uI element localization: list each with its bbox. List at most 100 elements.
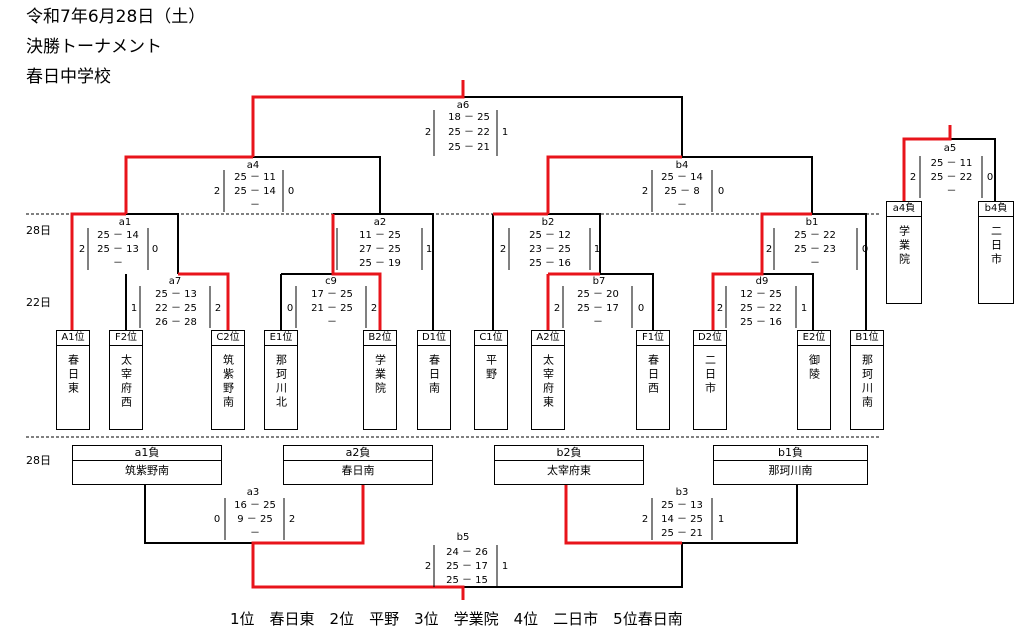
sets-won-right: 2 — [370, 303, 378, 314]
sets-won-left: 2 — [424, 127, 432, 138]
match-label: b7 — [592, 276, 606, 287]
header-title: 決勝トーナメント — [26, 37, 162, 57]
set-score: 25 － 8 — [664, 186, 700, 197]
match-label: a2 — [373, 217, 387, 228]
loser-box: b2負 太宰府東 — [494, 445, 644, 485]
set-score: 25 － 14 — [661, 172, 703, 183]
day-label-28-lower: 28日 — [26, 454, 51, 467]
loser-label: b2負 — [495, 446, 643, 461]
loser-label: b4負 — [979, 202, 1013, 217]
set-score: 25 － 11 — [930, 158, 973, 169]
loser-box: b4負 二日市 — [978, 201, 1014, 304]
set-score: 25 － 22 — [740, 303, 782, 314]
team-box: D2位 二日市 — [693, 330, 727, 430]
set-score: 25 － 16 — [740, 317, 782, 328]
sets-won-right: 1 — [501, 127, 509, 138]
team-name: 二日市 — [703, 354, 717, 396]
loser-label: a4負 — [887, 202, 921, 217]
sets-won-right: 1 — [593, 244, 601, 255]
team-box: A1位 春日東 — [56, 330, 90, 430]
team-seed: B2位 — [364, 331, 396, 346]
sets-won-right: 0 — [287, 186, 295, 197]
set-score: － — [327, 317, 337, 328]
sets-won-right: 1 — [501, 561, 509, 572]
team-box: E1位 那珂川北 — [264, 330, 298, 430]
sets-won-left: 2 — [553, 303, 561, 314]
set-score: 25 － 13 — [155, 289, 197, 300]
sets-won-left: 2 — [641, 186, 649, 197]
team-seed: F1位 — [637, 331, 669, 346]
loser-team-name: 筑紫野南 — [125, 464, 169, 477]
team-seed: D2位 — [694, 331, 726, 346]
sets-won-right: 0 — [986, 172, 994, 183]
team-seed: E1位 — [265, 331, 297, 346]
sets-won-left: 2 — [716, 303, 724, 314]
loser-label: a2負 — [284, 446, 432, 461]
set-score: 16 － 25 — [234, 500, 276, 511]
loser-box: a4負 学業院 — [886, 201, 922, 304]
set-score: － — [810, 258, 820, 269]
sets-won-right: 1 — [717, 514, 725, 525]
match-label: d9 — [755, 276, 769, 287]
match-label: a6 — [456, 100, 470, 111]
team-name: 太宰府西 — [119, 354, 133, 410]
set-score: 14 － 25 — [661, 514, 703, 525]
set-score: 25 － 22 — [794, 230, 836, 241]
loser-label: a1負 — [73, 446, 221, 461]
day-label-28: 28日 — [26, 224, 51, 237]
set-score: 25 － 20 — [577, 289, 619, 300]
match-label: a1 — [118, 217, 132, 228]
team-box: C1位 平野 — [474, 330, 508, 430]
sets-won-right: 1 — [425, 244, 433, 255]
match-label: a3 — [246, 487, 260, 498]
team-box: B1位 那珂川南 — [850, 330, 884, 430]
team-box: F2位 太宰府西 — [109, 330, 143, 430]
set-score: 25 － 17 — [446, 561, 488, 572]
match-label: a4 — [246, 160, 260, 171]
sets-won-left: 2 — [213, 186, 221, 197]
loser-team-name: 太宰府東 — [547, 464, 591, 477]
match-label: b5 — [456, 532, 470, 543]
sets-won-left: 2 — [909, 172, 917, 183]
loser-box: a1負 筑紫野南 — [72, 445, 222, 485]
team-name: 春日西 — [646, 354, 660, 396]
team-name: 筑紫野南 — [221, 354, 235, 410]
team-box: F1位 春日西 — [636, 330, 670, 430]
loser-box: b1負 那珂川南 — [713, 445, 868, 485]
team-seed: A1位 — [57, 331, 89, 346]
header-venue: 春日中学校 — [26, 67, 111, 87]
set-score: 25 － 23 — [794, 244, 836, 255]
loser-box: a2負 春日南 — [283, 445, 433, 485]
team-seed: D1位 — [418, 331, 450, 346]
sets-won-right: 0 — [637, 303, 645, 314]
match-label: a7 — [168, 276, 182, 287]
final-ranking: 1位 春日東 2位 平野 3位 学業院 4位 二日市 5位春日南 — [230, 610, 683, 628]
set-score: － — [593, 317, 603, 328]
set-score: 25 － 14 — [97, 230, 139, 241]
team-name: 春日東 — [66, 354, 80, 396]
set-score: 25 － 21 — [661, 528, 703, 539]
match-label: b4 — [675, 160, 689, 171]
sets-won-left: 2 — [641, 514, 649, 525]
set-score: 25 － 16 — [529, 258, 571, 269]
loser-team-name: 那珂川南 — [768, 464, 813, 477]
set-score: 23 － 25 — [529, 244, 571, 255]
team-seed: A2位 — [532, 331, 564, 346]
team-box: D1位 春日南 — [417, 330, 451, 430]
set-score: 18 － 25 — [448, 112, 490, 123]
match-label: c9 — [325, 276, 337, 287]
set-score: － — [250, 528, 260, 539]
set-score: － — [946, 186, 957, 197]
set-score: － — [677, 200, 687, 211]
set-score: 25 － 19 — [359, 258, 401, 269]
day-label-22: 22日 — [26, 296, 51, 309]
team-box: E2位 御陵 — [797, 330, 831, 430]
loser-team-name: 学業院 — [897, 225, 911, 267]
set-score: 25 － 22 — [448, 127, 490, 138]
sets-won-left: 2 — [499, 244, 507, 255]
team-seed: C2位 — [212, 331, 244, 346]
set-score: 24 － 26 — [446, 547, 488, 558]
loser-team-name: 春日南 — [341, 464, 375, 477]
loser-label: b1負 — [714, 446, 867, 461]
